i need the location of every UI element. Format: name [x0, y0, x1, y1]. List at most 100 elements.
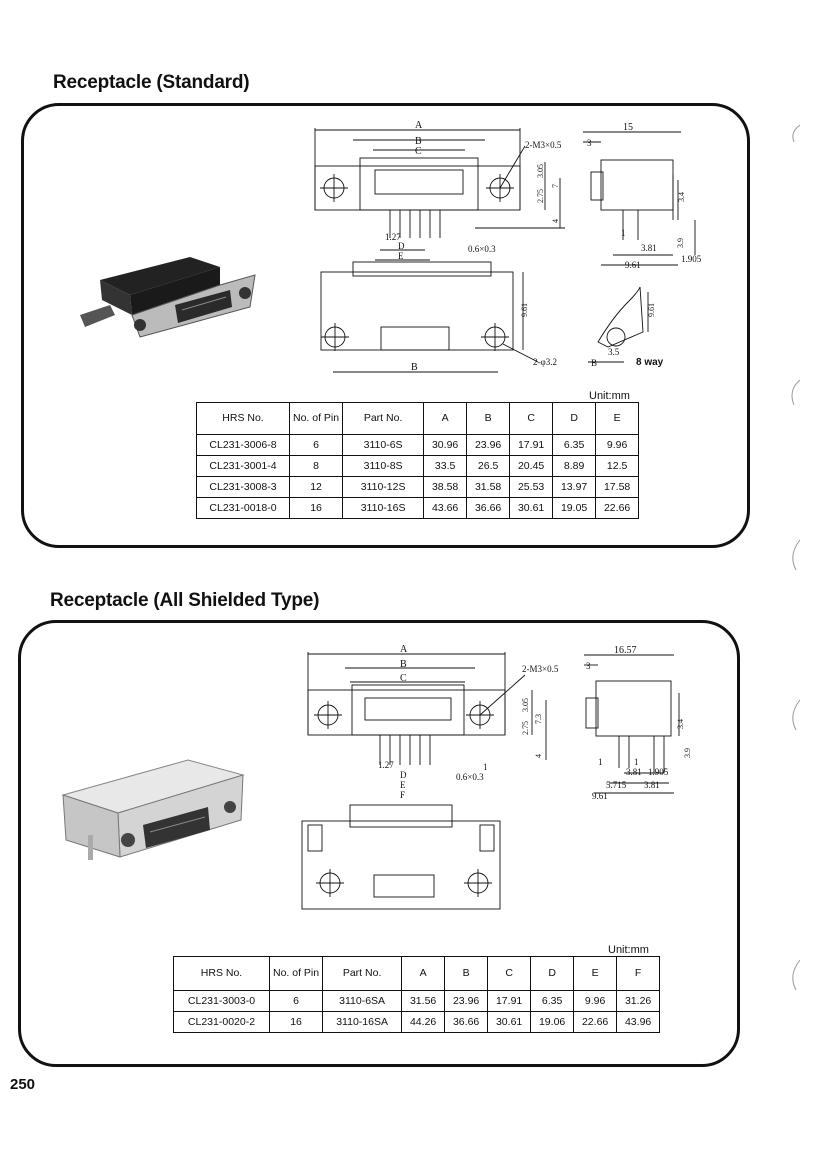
dim-label: 9.61 — [647, 303, 656, 317]
table-cell: 8.89 — [552, 455, 597, 477]
dim-label: 2-φ3.2 — [533, 357, 557, 367]
dim-label: B — [591, 358, 597, 368]
dim-label: 3.9 — [676, 238, 685, 248]
dim-label: F — [400, 790, 405, 800]
drawing-front-standard: A B C 2-M3×0.5 3.05 2.75 7 4 1.27 — [314, 120, 565, 242]
dim-label: 15 — [623, 122, 633, 133]
dim-label: 4 — [534, 754, 543, 758]
dim-label: 3.81 — [626, 767, 642, 777]
dim-label: A — [400, 644, 408, 655]
section-frame-standard — [21, 103, 750, 548]
table-row: CL231-3008-3 12 3110-12S 38.58 31.58 25.… — [196, 476, 640, 498]
dim-label: D — [400, 770, 407, 780]
dim-label: 3.4 — [676, 719, 685, 729]
table-cell: 8 — [288, 455, 344, 477]
dim-label: 7.3 — [534, 714, 543, 724]
section-title-standard: Receptacle (Standard) — [53, 72, 250, 93]
dim-label: 1 — [621, 228, 626, 238]
table-cell: 23.96 — [466, 434, 511, 456]
dim-label: 5.715 — [606, 780, 627, 790]
header-cell: D — [552, 402, 597, 435]
dim-label: 1.27 — [378, 760, 394, 770]
dim-label: 0.6×0.3 — [468, 244, 496, 254]
page-number: 250 — [10, 1076, 36, 1093]
header-cell: HRS No. — [196, 402, 290, 435]
table-cell: 19.06 — [530, 1011, 575, 1033]
table-cell: 25.53 — [509, 476, 554, 498]
table-cell: 33.5 — [423, 455, 468, 477]
table-cell: 22.66 — [573, 1011, 618, 1033]
table-cell: 3110-16S — [342, 497, 425, 519]
drawing-side-shielded: 16.57 3 3.4 3.9 1 1 3.81 1.905 5.715 3.8… — [584, 645, 692, 801]
section-frame-shielded — [18, 620, 740, 1067]
dim-label: A — [415, 120, 423, 131]
header-cell: B — [444, 956, 489, 991]
table-row: CL231-0018-0 16 3110-16S 43.66 36.66 30.… — [196, 497, 640, 519]
header-cell: F — [616, 956, 661, 991]
unit-label-standard: Unit:mm — [589, 390, 630, 402]
table-cell: CL231-3003-0 — [173, 990, 270, 1012]
dim-label: 16.57 — [614, 645, 637, 656]
table-cell: CL231-0018-0 — [196, 497, 290, 519]
table-cell: 17.91 — [509, 434, 554, 456]
spec-table-shielded: HRS No. No. of Pin Part No. A B C D E F … — [173, 956, 661, 1033]
table-cell: 30.61 — [487, 1011, 532, 1033]
table-cell: 17.58 — [595, 476, 640, 498]
drawing-bottom-shielded — [301, 804, 501, 910]
dim-label: B — [411, 362, 418, 373]
table-cell: 12 — [288, 476, 344, 498]
dim-label: 2-M3×0.5 — [522, 664, 559, 674]
table-cell: 23.96 — [444, 990, 489, 1012]
table-cell: 36.66 — [466, 497, 511, 519]
drawing-front-standard-lower: D E 0.6×0.3 — [375, 241, 496, 261]
dim-label: C — [400, 673, 407, 684]
table-cell: 3110-6SA — [322, 990, 403, 1012]
dim-label: 3 — [587, 138, 592, 148]
unit-label-shielded: Unit:mm — [608, 944, 649, 956]
drawing-detail-standard: 9.61 3.5 B — [588, 286, 656, 368]
dim-label: 3.9 — [683, 748, 692, 758]
dim-label: 1 — [483, 762, 488, 772]
dim-label: 3.81 — [641, 243, 657, 253]
table-cell: 9.96 — [595, 434, 640, 456]
table-cell: 38.58 — [423, 476, 468, 498]
dim-label: 1.905 — [648, 767, 669, 777]
dim-label: 3 — [586, 661, 591, 671]
table-cell: 6 — [288, 434, 344, 456]
header-cell: B — [466, 402, 511, 435]
table-cell: CL231-3006-8 — [196, 434, 290, 456]
header-cell: D — [530, 956, 575, 991]
table-cell: 3110-8S — [342, 455, 425, 477]
table-cell: 30.96 — [423, 434, 468, 456]
table-cell: 16 — [288, 497, 344, 519]
table-cell: CL231-0020-2 — [173, 1011, 270, 1033]
table-cell: CL231-3001-4 — [196, 455, 290, 477]
table-cell: 16 — [268, 1011, 324, 1033]
table-row: CL231-0020-2 16 3110-16SA 44.26 36.66 30… — [173, 1011, 661, 1033]
table-cell: 31.58 — [466, 476, 511, 498]
dim-label: 3.05 — [521, 698, 530, 712]
table-cell: 36.66 — [444, 1011, 489, 1033]
page-edge-marks — [791, 124, 801, 991]
drawing-side-standard: 15 3 3.4 1 3.81 3.9 9.61 1.905 — [583, 122, 702, 270]
dim-label: 2.75 — [536, 189, 545, 203]
drawing-bottom-standard: 9.61 B 2-φ3.2 — [320, 261, 557, 373]
table-cell: 43.96 — [616, 1011, 661, 1033]
dim-label: 9.61 — [625, 260, 641, 270]
table-cell: 6.35 — [552, 434, 597, 456]
table-row: CL231-3006-8 6 3110-6S 30.96 23.96 17.91… — [196, 434, 640, 456]
dim-label: E — [400, 780, 406, 790]
header-cell: A — [401, 956, 446, 991]
header-cell: A — [423, 402, 468, 435]
table-cell: 13.97 — [552, 476, 597, 498]
variant-label: 8 way — [636, 357, 664, 368]
dim-label: 9.61 — [592, 791, 608, 801]
dim-label: B — [400, 659, 407, 670]
dim-label: D — [398, 241, 405, 251]
table-cell: 12.5 — [595, 455, 640, 477]
dim-label: 2-M3×0.5 — [525, 140, 562, 150]
dim-label: 3.5 — [608, 347, 620, 357]
table-cell: 22.66 — [595, 497, 640, 519]
header-cell: Part No. — [322, 956, 403, 991]
dim-label: 1.905 — [681, 254, 702, 264]
